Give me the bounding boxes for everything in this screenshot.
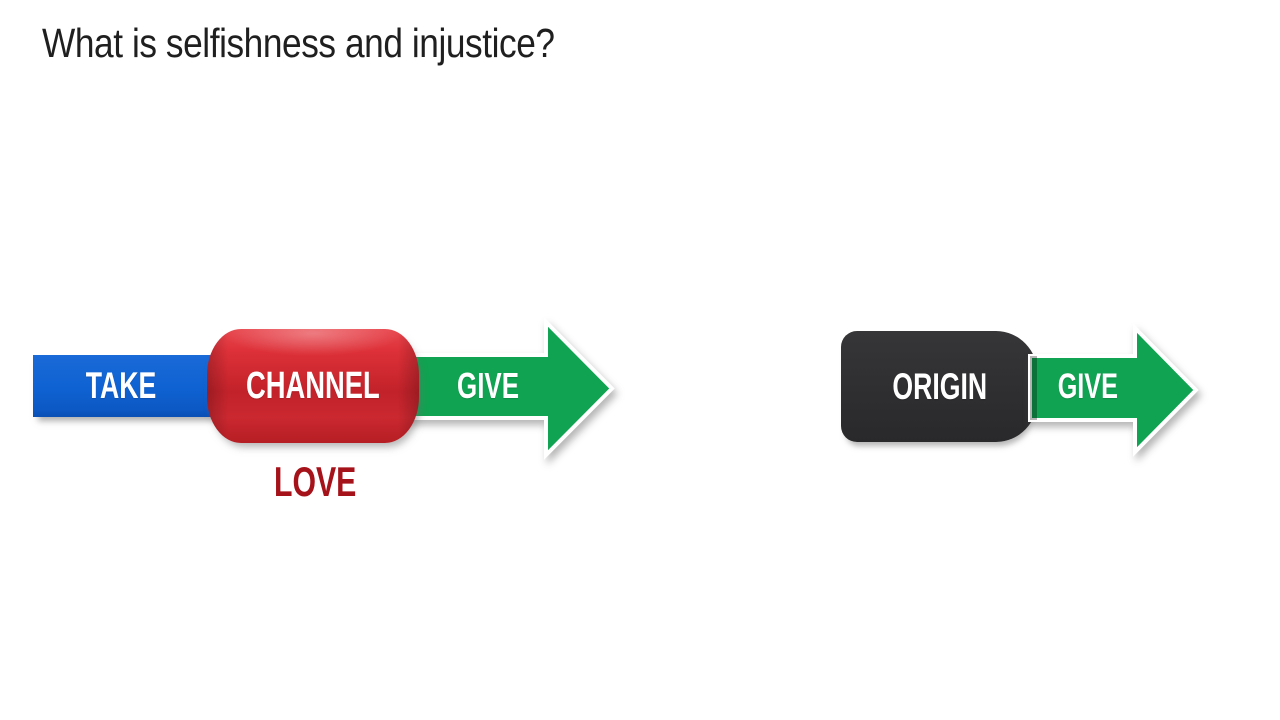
origin-box: ORIGIN <box>841 331 1038 442</box>
love-caption: LOVE <box>240 458 390 506</box>
give-arrow-right <box>1028 323 1199 457</box>
give-left-label-wrap: GIVE <box>428 356 548 416</box>
give-left-label: GIVE <box>457 365 519 406</box>
arrow-junction-shadow <box>1030 356 1037 420</box>
channel-label: CHANNEL <box>246 364 380 407</box>
origin-label: ORIGIN <box>892 365 987 407</box>
give-right-label: GIVE <box>1057 367 1119 406</box>
give-right-label-wrap: GIVE <box>1040 357 1136 417</box>
slide-title: What is selfishness and injustice? <box>42 20 555 66</box>
take-label: TAKE <box>85 365 156 406</box>
take-label-wrap: TAKE <box>33 356 208 416</box>
love-label: LOVE <box>273 458 357 505</box>
channel-cylinder: CHANNEL <box>207 329 419 443</box>
